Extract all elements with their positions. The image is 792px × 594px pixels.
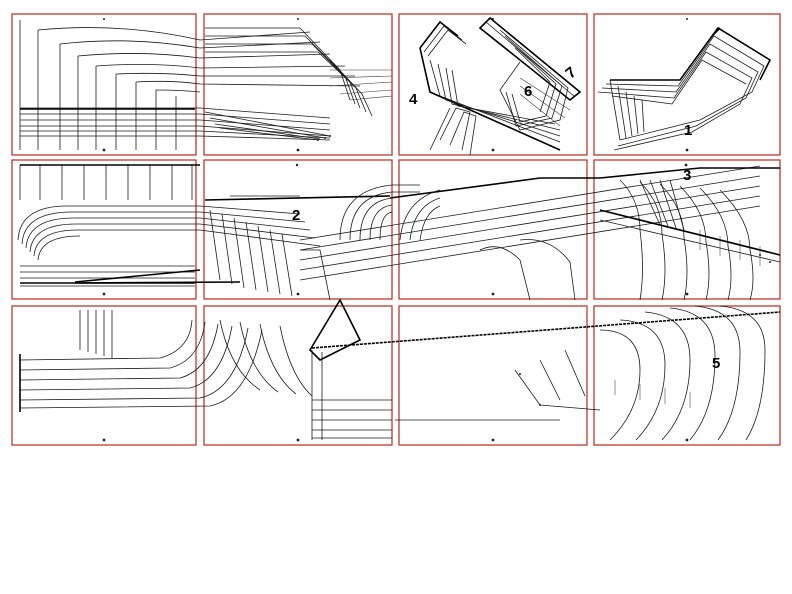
sleeve-caps [339, 184, 576, 301]
piece-bottom-left [19, 310, 263, 412]
notch-markers [19, 135, 771, 406]
piece-number-5: 5 [712, 355, 720, 372]
registration-marks [102, 18, 689, 442]
piece-5 [599, 305, 766, 441]
piece-4-6-7 [419, 16, 582, 156]
tile-r1-c3 [398, 13, 588, 156]
piece-3 [599, 179, 781, 301]
tile-r1-c1 [11, 13, 197, 156]
tile-r2-c3 [398, 159, 588, 300]
tile-grid [11, 13, 781, 446]
piece-number-2: 2 [292, 207, 300, 224]
piece-top-left-lines [19, 20, 361, 150]
piece-number-6: 6 [524, 83, 532, 100]
tile-r2-c1 [11, 159, 197, 300]
piece-1 [597, 26, 772, 151]
piece-number-3: 3 [683, 167, 691, 184]
grainline-long [299, 165, 781, 349]
tile-r3-c2 [203, 305, 393, 446]
tile-r3-c4 [593, 305, 781, 446]
piece-number-1: 1 [684, 122, 692, 139]
piece-top-fan [205, 27, 393, 117]
piece-number-4: 4 [409, 91, 418, 108]
piece-2 [17, 164, 391, 301]
tile-r3-c3 [398, 305, 588, 446]
piece-bottom-mid [219, 298, 392, 440]
